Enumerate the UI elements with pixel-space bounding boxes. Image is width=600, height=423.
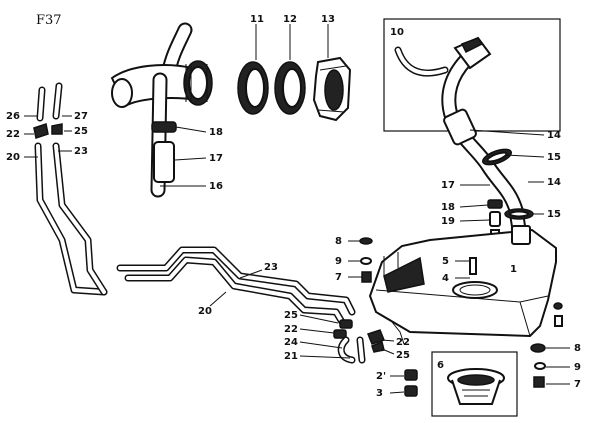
callout-23-left: 23	[74, 146, 88, 157]
callout-18-right: 18	[441, 202, 455, 213]
filler-neck-assembly	[110, 22, 213, 198]
sleeve-17a	[153, 141, 175, 183]
tank-screw-5	[469, 257, 477, 275]
bolt-7-left	[361, 271, 372, 283]
callout-9-left: 9	[335, 256, 342, 267]
tank-filler-stub	[511, 225, 531, 245]
callout-3: 3	[376, 388, 383, 399]
fuel-strainer-6	[447, 368, 505, 405]
callout-22-left: 22	[6, 129, 20, 140]
washer-9-right	[534, 362, 546, 370]
fuel-tank	[368, 225, 557, 338]
callout-7-right: 7	[574, 379, 581, 390]
callout-2-prime: 2'	[376, 371, 386, 382]
clip-18-right	[487, 199, 503, 209]
clip-22-center	[333, 329, 347, 339]
hose-clip-18a	[151, 121, 177, 133]
callout-19: 19	[441, 216, 455, 227]
callout-12: 12	[283, 14, 297, 25]
callout-14-top: 14	[547, 130, 561, 141]
callout-20-left: 20	[6, 152, 20, 163]
tank-sender-opening	[452, 281, 498, 299]
vent-pipes-left	[33, 82, 108, 296]
filler-cap-13	[312, 56, 352, 122]
callout-9-right: 9	[574, 362, 581, 373]
filler-hose-right	[441, 36, 534, 244]
callout-25-center: 25	[284, 310, 298, 321]
inset-label-10: 10	[390, 27, 404, 38]
washer-9-left	[360, 257, 372, 265]
callout-25-right: 25	[396, 350, 410, 361]
callout-23-center: 23	[264, 262, 278, 273]
callout-14-bottom: 14	[547, 177, 561, 188]
inset-label-6: 6	[437, 360, 444, 371]
callout-22-right: 22	[396, 337, 410, 348]
lower-connectors	[333, 319, 405, 364]
callout-20-center: 20	[198, 306, 212, 317]
callout-15-bottom: 15	[547, 209, 561, 220]
callout-26: 26	[6, 111, 20, 122]
washer-8-right	[530, 343, 546, 353]
figure-id: F37	[36, 13, 62, 28]
callout-16: 16	[209, 181, 223, 192]
washer-right-top	[553, 302, 563, 310]
callout-24: 24	[284, 337, 298, 348]
drain-plug-3	[404, 385, 418, 397]
callout-17-top: 17	[209, 153, 223, 164]
callout-4: 4	[442, 273, 449, 284]
bolt-right-top	[554, 315, 563, 327]
strainer-inset-box	[431, 351, 518, 417]
filler-inset-box	[383, 18, 561, 132]
callout-17-right: 17	[441, 180, 455, 191]
right-fasteners	[530, 302, 563, 388]
vent-pipes-long	[116, 246, 356, 326]
callout-15-top: 15	[547, 152, 561, 163]
filler-seal-ring-11	[237, 61, 269, 115]
drain-plug-2	[404, 369, 418, 381]
callout-1: 1	[510, 264, 517, 275]
callout-7-left: 7	[335, 272, 342, 283]
tank-vent-block	[383, 256, 425, 293]
callout-25-left: 25	[74, 126, 88, 137]
callout-27: 27	[74, 111, 88, 122]
callout-8-right: 8	[574, 343, 581, 354]
filler-ring-12	[274, 61, 306, 115]
hose-sleeve-14	[443, 108, 477, 146]
callout-5: 5	[442, 256, 449, 267]
callout-11: 11	[250, 14, 264, 25]
bolt-7-right	[533, 376, 545, 388]
callout-8-left: 8	[335, 236, 342, 247]
callout-21: 21	[284, 351, 298, 362]
callout-18-top: 18	[209, 127, 223, 138]
washer-8-left	[359, 237, 373, 245]
filler-neck-end	[111, 78, 133, 108]
clip-25-center	[339, 319, 353, 329]
grommet-19	[489, 211, 501, 227]
callout-22-center: 22	[284, 324, 298, 335]
callout-13: 13	[321, 14, 335, 25]
